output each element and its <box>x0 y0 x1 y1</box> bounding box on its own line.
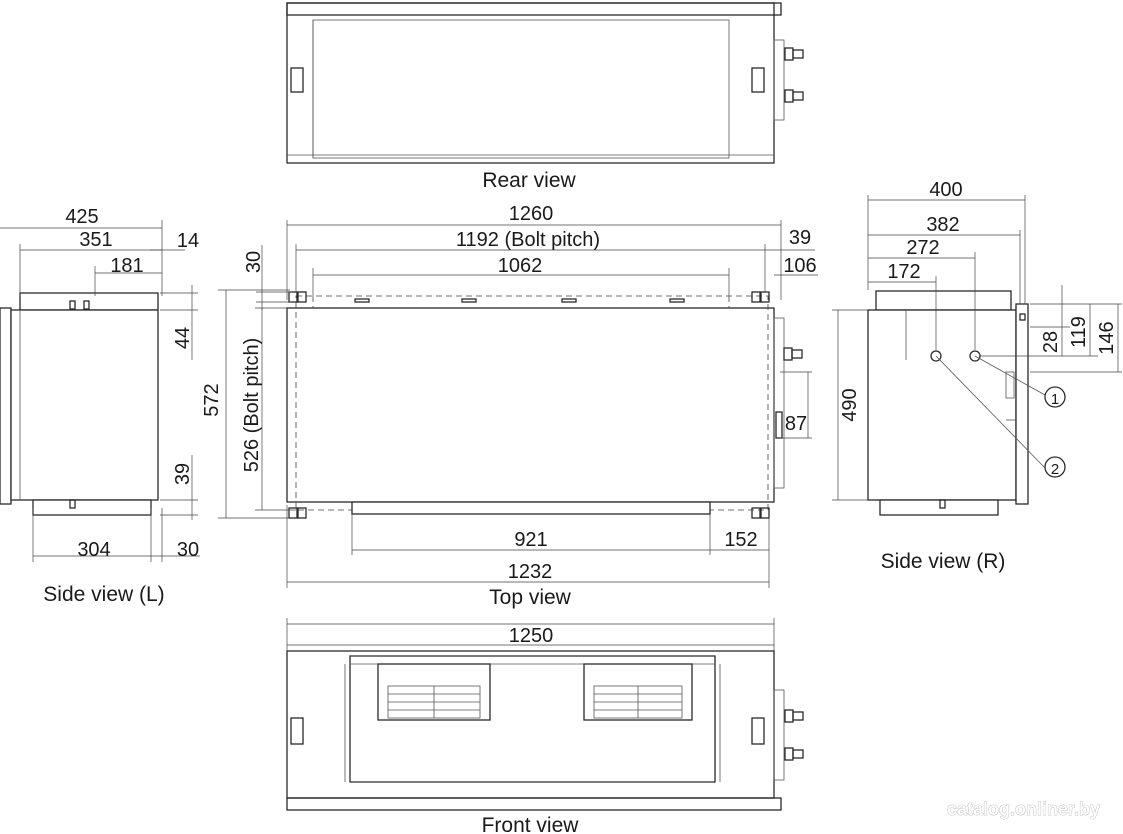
marker-1: 1 <box>1051 391 1059 408</box>
side-left-caption: Side view (L) <box>43 583 164 606</box>
dim-14: 14 <box>177 230 199 252</box>
marker-2: 2 <box>1051 461 1059 478</box>
front-view-drawing <box>286 650 804 811</box>
dim-1250: 1250 <box>509 625 554 647</box>
front-view-dimensions <box>286 618 775 651</box>
dim-39: 39 <box>172 463 194 485</box>
dim-272: 272 <box>906 237 939 259</box>
dim-119: 119 <box>1068 316 1090 348</box>
dim-152: 152 <box>724 529 757 551</box>
dim-30-top: 30 <box>243 251 265 273</box>
dim-1232: 1232 <box>508 561 553 583</box>
dim-351: 351 <box>79 229 112 251</box>
dim-39-top: 39 <box>789 227 811 249</box>
dim-28: 28 <box>1040 331 1062 353</box>
dim-146: 146 <box>1096 321 1118 354</box>
dim-1192-bolt-pitch: 1192 (Bolt pitch) <box>456 229 600 251</box>
rear-view-drawing <box>286 2 804 164</box>
front-view-caption: Front view <box>482 814 580 834</box>
dim-172: 172 <box>887 261 920 283</box>
side-right-drawing <box>867 290 1066 516</box>
side-left-drawing <box>0 292 159 516</box>
dim-400: 400 <box>929 179 962 201</box>
dim-572: 572 <box>201 383 223 416</box>
dim-1260: 1260 <box>509 203 554 225</box>
side-right-dimensions <box>832 195 1122 501</box>
dim-490: 490 <box>839 388 861 421</box>
dim-921: 921 <box>514 529 547 551</box>
side-left-dimensions <box>0 220 200 562</box>
dim-526-bolt-pitch: 526 (Bolt pitch) <box>241 338 263 473</box>
dim-106: 106 <box>783 255 816 277</box>
dim-425: 425 <box>65 206 98 228</box>
side-right-caption: Side view (R) <box>881 550 1006 573</box>
dim-87: 87 <box>785 413 807 435</box>
top-view-dimensions <box>218 220 818 588</box>
dim-181: 181 <box>110 255 143 277</box>
dim-1062: 1062 <box>498 255 543 277</box>
dim-304: 304 <box>77 539 110 561</box>
dim-44: 44 <box>172 327 194 349</box>
top-view-drawing <box>286 291 803 519</box>
dim-382: 382 <box>926 214 959 236</box>
top-view-caption: Top view <box>489 586 572 609</box>
dim-30: 30 <box>177 539 199 561</box>
rear-view-caption: Rear view <box>482 169 576 192</box>
watermark: catalog.onliner.by <box>947 799 1100 819</box>
